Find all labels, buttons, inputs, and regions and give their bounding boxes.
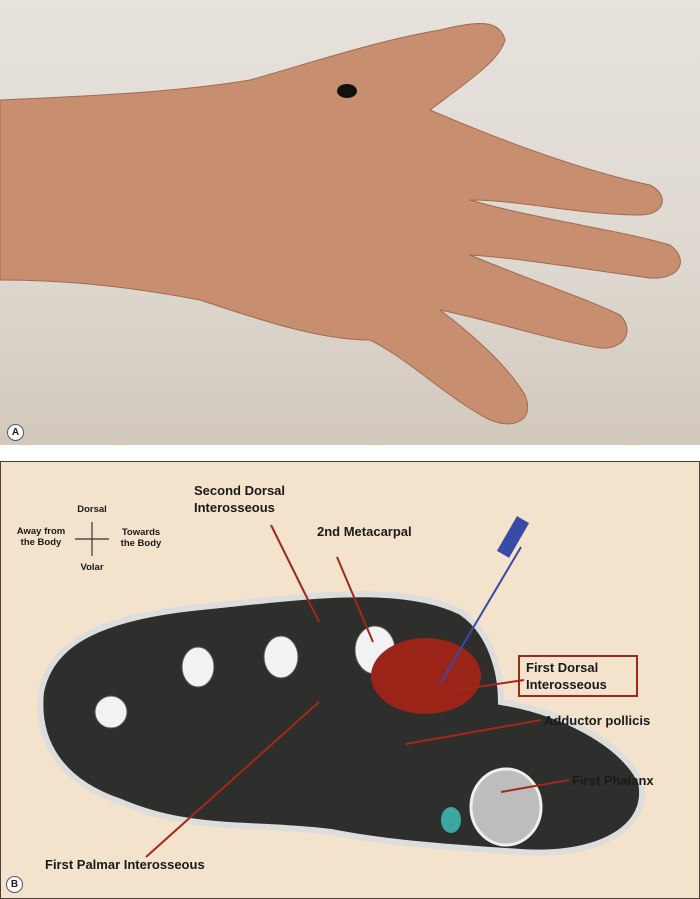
injection-site-marker [337,84,357,98]
leader-lines [145,524,570,858]
volar-label: Volar [80,562,104,573]
first-phalanx-label: First Phalanx [572,773,654,788]
orientation-cross [75,522,109,556]
first-phalanx-bone [469,767,543,847]
dorsal-label: Dorsal [77,504,107,515]
needle-hub [496,516,530,558]
hand-photo-panel: A [0,0,700,445]
cross-section-diagram [37,516,646,858]
first-dorsal-interosseous-muscle [371,638,481,714]
metacarpal-label: 2nd Metacarpal [317,524,412,539]
panel-a-label: A [7,424,24,441]
adductor-pollicis-label: Adductor pollicis [544,713,651,728]
first-palmar-interosseous-label: First Palmar Interosseous [45,857,205,872]
needle [440,546,522,683]
hand-illustration [0,22,681,425]
panel-b-label: B [6,876,23,893]
